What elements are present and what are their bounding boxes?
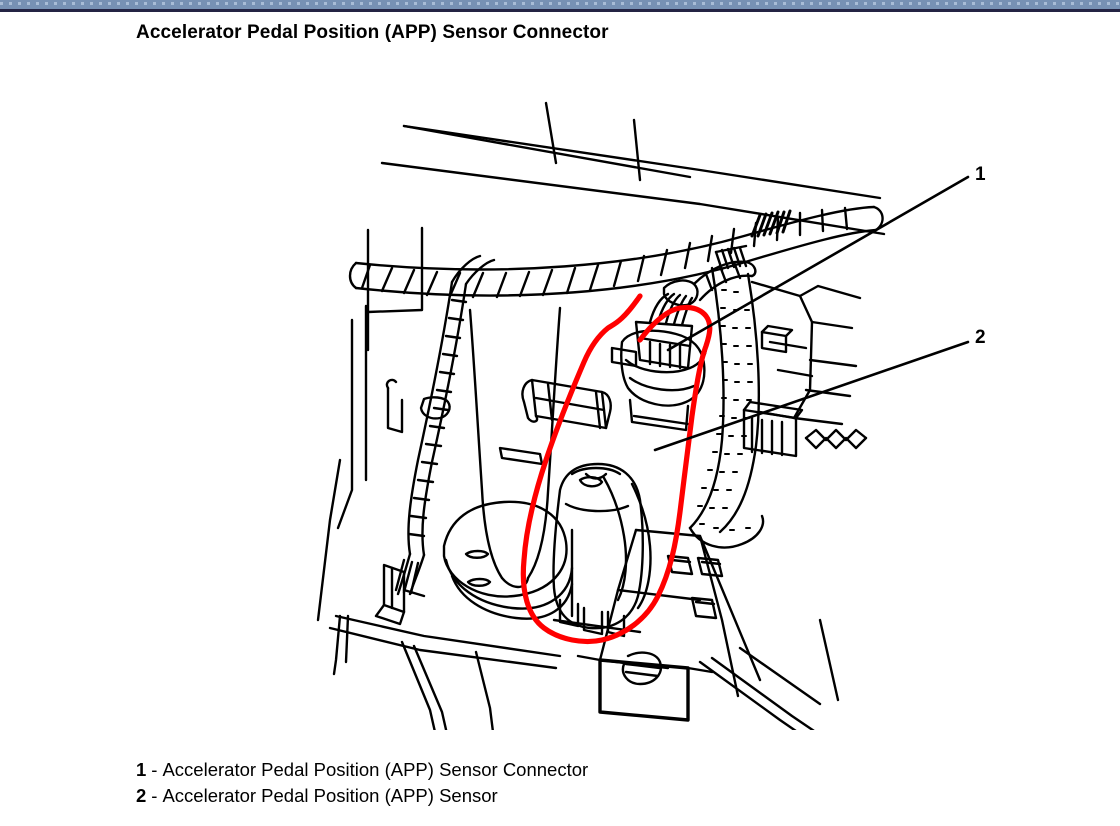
figure-svg	[0, 60, 1120, 730]
top-decorative-band	[0, 0, 1120, 9]
figure-legend: 1-Accelerator Pedal Position (APP) Senso…	[136, 757, 588, 809]
legend-key-2: 2	[136, 785, 147, 806]
top-band-dot-pattern	[0, 2, 1120, 5]
top-rule-divider	[0, 9, 1120, 12]
legend-text-1: Accelerator Pedal Position (APP) Sensor …	[162, 759, 589, 780]
legend-item-2: 2-Accelerator Pedal Position (APP) Senso…	[136, 783, 588, 809]
page-title: Accelerator Pedal Position (APP) Sensor …	[136, 22, 609, 43]
leader-line-2	[653, 340, 970, 452]
legend-separator-2: -	[151, 785, 158, 806]
callout-number-2: 2	[975, 327, 986, 348]
line-art-group	[316, 101, 886, 730]
legend-text-2: Accelerator Pedal Position (APP) Sensor	[162, 785, 498, 806]
leader-line-1	[666, 175, 970, 352]
callout-number-1: 1	[975, 164, 986, 185]
callout-leader-lines	[653, 175, 970, 452]
legend-key-1: 1	[136, 759, 147, 780]
technical-illustration	[0, 60, 1120, 730]
legend-item-1: 1-Accelerator Pedal Position (APP) Senso…	[136, 757, 588, 783]
legend-separator-1: -	[151, 759, 158, 780]
